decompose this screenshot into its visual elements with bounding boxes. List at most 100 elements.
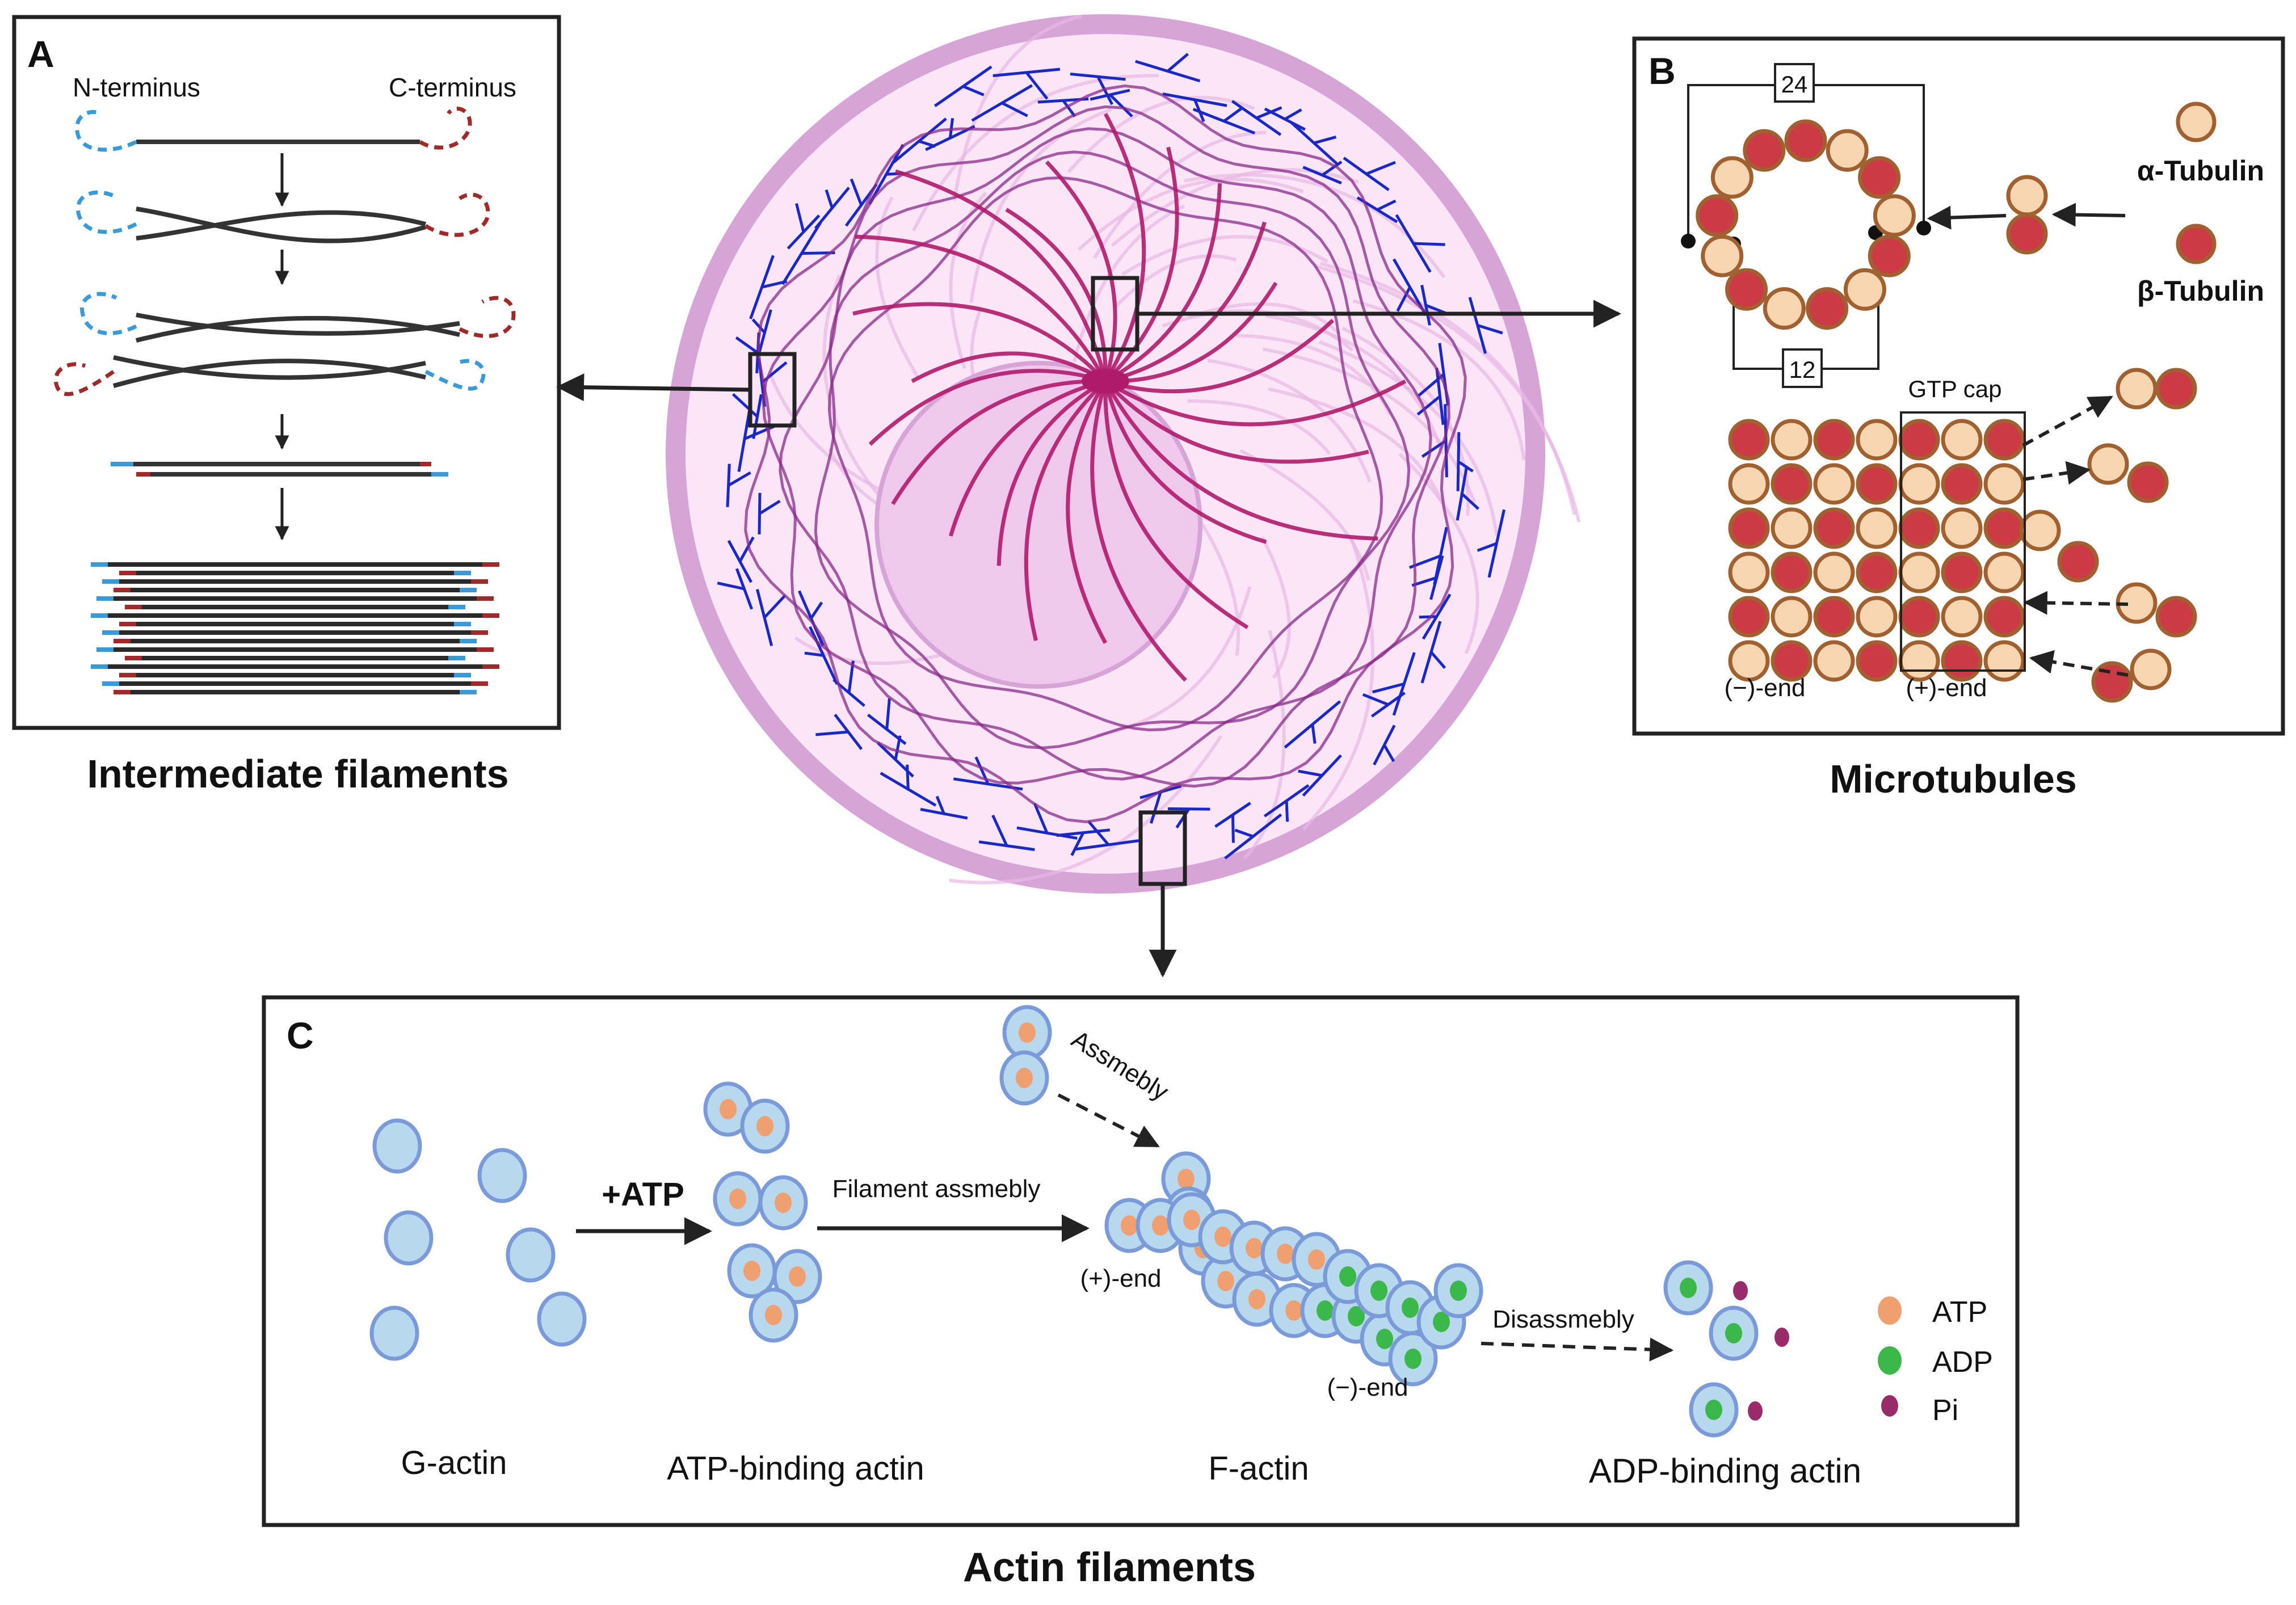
lattice-alpha-tubulin xyxy=(1813,640,1855,682)
atp-actin-monomer-nucleotide xyxy=(743,1261,760,1281)
faint-filament xyxy=(1265,314,1444,455)
legend-pi-label: Pi xyxy=(1932,1394,1958,1427)
microtubule xyxy=(948,379,1106,537)
faint-filament xyxy=(1184,173,1446,279)
lattice-beta-tubulin xyxy=(1941,551,1983,593)
faint-filament xyxy=(1260,536,1291,679)
dimer-dynamics-arrow xyxy=(2023,591,2129,615)
if-protofilament xyxy=(111,462,448,477)
lattice-alpha-tubulin xyxy=(1728,640,1770,682)
protofilament-count-12: 12 xyxy=(1789,356,1816,383)
lattice-alpha-tubulin xyxy=(1771,419,1813,461)
g-actin-monomer xyxy=(369,1305,419,1361)
actin-fiber xyxy=(755,589,773,646)
lattice-alpha-tubulin xyxy=(1941,596,1983,638)
lattice-alpha-tubulin xyxy=(1983,640,2025,682)
actin-branch xyxy=(1417,373,1445,397)
actin-branch xyxy=(850,178,863,206)
protofilament-count-12-box xyxy=(1782,348,1823,388)
actin-branch xyxy=(1298,769,1323,777)
microtubule-lattice xyxy=(1728,419,2099,682)
nucleus xyxy=(874,361,1202,689)
microtubule xyxy=(1024,380,1107,641)
intermediate-filament xyxy=(762,105,1450,788)
panel-c: C +ATP Filament assmebly Assmebly Disass… xyxy=(262,995,2020,1590)
lattice-beta-tubulin xyxy=(2057,541,2099,583)
beta-tubulin xyxy=(1725,268,1768,311)
f-actin-monomer-nucleotide xyxy=(1348,1306,1365,1326)
f-actin-monomer-nucleotide xyxy=(1152,1215,1169,1236)
lattice-beta-tubulin xyxy=(1983,596,2025,638)
lattice-alpha-tubulin xyxy=(1771,596,1813,638)
actin-fiber xyxy=(1135,60,1201,83)
disassembly-arrow xyxy=(1481,1337,1674,1362)
beta-tubulin-legend-icon xyxy=(2176,224,2217,264)
dimer-dynamics-arrow xyxy=(2022,461,2091,485)
atp-actin-monomer-nucleotide xyxy=(720,1099,737,1119)
lattice-beta-tubulin xyxy=(1728,419,1770,461)
microtubule xyxy=(1090,381,1187,682)
lattice-alpha-tubulin xyxy=(1983,463,2025,505)
f-actin-label: F-actin xyxy=(1208,1450,1309,1487)
f-actin-monomer-nucleotide xyxy=(1404,1349,1422,1369)
actin-branch xyxy=(1062,99,1076,117)
faint-filament xyxy=(949,735,1223,884)
alpha-tubulin-label: α-Tubulin xyxy=(2137,155,2264,187)
microtubule xyxy=(1105,319,1335,394)
lattice-beta-tubulin xyxy=(1898,507,1940,549)
actin-fiber xyxy=(920,808,968,820)
actin-branch xyxy=(1234,828,1254,838)
faint-filament xyxy=(1078,178,1304,251)
faint-filament xyxy=(1207,359,1372,483)
actin-process xyxy=(369,1005,1789,1438)
dynamic-alpha-tubulin xyxy=(2087,443,2129,485)
incoming-actin-monomer-nucleotide xyxy=(1016,1068,1033,1088)
faint-filament xyxy=(1243,630,1286,860)
phosphate-pi xyxy=(1733,1281,1748,1300)
panel-b: B 24 12 α-Tubulin β-Tubulin GTP cap (−)-… xyxy=(1632,36,2285,801)
lattice-alpha-tubulin xyxy=(1813,463,1855,505)
lattice-beta-tubulin xyxy=(1856,640,1898,682)
actin-branch xyxy=(1372,682,1404,694)
lattice-alpha-tubulin xyxy=(1898,551,1940,593)
actin-branch xyxy=(751,318,766,334)
actin-branch xyxy=(1430,651,1446,669)
alpha-tubulin-legend-icon xyxy=(2176,102,2217,142)
f-actin-monomer-nucleotide xyxy=(1370,1280,1387,1301)
actin-branch xyxy=(1150,791,1162,824)
dynamic-alpha-tubulin xyxy=(2116,368,2158,410)
lattice-alpha-tubulin xyxy=(1771,507,1813,549)
alpha-tubulin xyxy=(1763,287,1806,330)
intermediate-filament xyxy=(779,127,1432,781)
panel-a-caption: Intermediate filaments xyxy=(87,752,509,796)
f-actin-monomer-nucleotide xyxy=(1450,1280,1467,1301)
assembly-label: Assmebly xyxy=(1067,1025,1174,1106)
lattice-beta-tubulin xyxy=(1856,463,1898,505)
dimer-arrow-1 xyxy=(1927,205,2007,230)
alpha-tubulin xyxy=(1873,194,1916,237)
lattice-beta-tubulin xyxy=(1771,463,1813,505)
panel-b-letter: B xyxy=(1649,50,1676,92)
atp-actin-monomer-nucleotide xyxy=(765,1305,782,1325)
panel-a: A N-terminus C-terminus xyxy=(12,15,561,796)
intermediate-filament-network xyxy=(744,84,1467,824)
actin-fiber xyxy=(758,492,762,534)
microtubule xyxy=(1103,112,1146,382)
atp-actin-monomer-nucleotide xyxy=(775,1193,792,1213)
intermediate-filament xyxy=(827,176,1384,732)
centrosome xyxy=(1082,369,1129,394)
actin-branch xyxy=(815,730,849,736)
assembly-arrow xyxy=(1057,1093,1160,1148)
microtubule xyxy=(1104,379,1407,427)
microtubule xyxy=(1103,381,1249,630)
actin-branch xyxy=(1109,94,1133,117)
f-actin-monomer-nucleotide xyxy=(1121,1215,1138,1236)
actin-branch xyxy=(1284,108,1302,121)
actin-fiber xyxy=(1420,621,1442,684)
faint-filament xyxy=(949,191,987,369)
actin-branch xyxy=(731,393,759,418)
intermediate-filament xyxy=(814,150,1411,749)
faint-filament xyxy=(875,196,921,381)
microtubule xyxy=(911,351,1107,384)
